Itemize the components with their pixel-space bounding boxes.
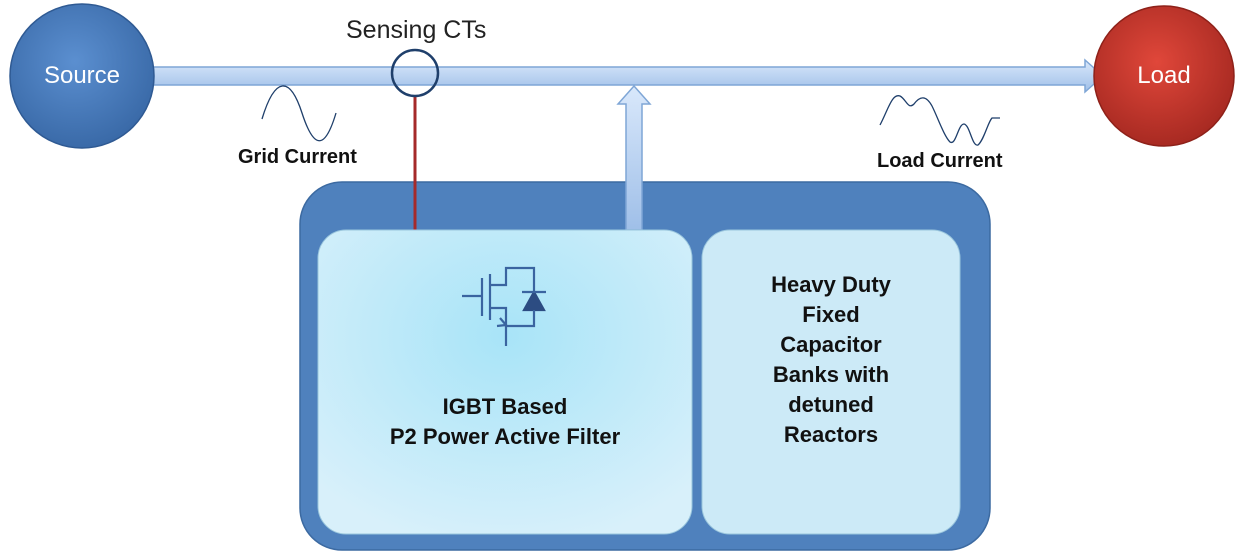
load-node <box>1093 5 1235 147</box>
capacitor-line: Heavy Duty <box>771 272 891 297</box>
capacitor-label: Heavy Duty Fixed Capacitor Banks with de… <box>702 270 960 450</box>
capacitor-line: Fixed <box>802 302 860 327</box>
source-label: Source <box>43 62 121 89</box>
active-filter-label: IGBT Based P2 Power Active Filter <box>318 392 692 452</box>
igbt-symbol-icon <box>462 266 546 346</box>
capacitor-line: Capacitor <box>780 332 882 357</box>
grid-current-waveform <box>261 85 337 142</box>
load-current-waveform <box>879 95 1000 146</box>
injection-arrow <box>616 84 652 231</box>
active-filter-line-1: IGBT Based <box>442 394 568 419</box>
active-filter-panel <box>317 229 693 535</box>
active-filter-line-2: P2 Power Active Filter <box>389 424 621 449</box>
capacitor-line: detuned <box>788 392 874 417</box>
sensing-ct-ring <box>390 48 440 98</box>
source-node <box>9 3 155 149</box>
capacitor-line: Reactors <box>783 422 879 447</box>
bus-arrow <box>109 58 1105 94</box>
capacitor-panel <box>701 229 961 535</box>
sensing-cts-label: Sensing CTs <box>346 16 487 44</box>
load-current-label: Load Current <box>877 150 1003 172</box>
grid-current-label: Grid Current <box>238 146 357 168</box>
capacitor-line: Banks with <box>772 362 890 387</box>
load-label: Load <box>1137 62 1191 89</box>
